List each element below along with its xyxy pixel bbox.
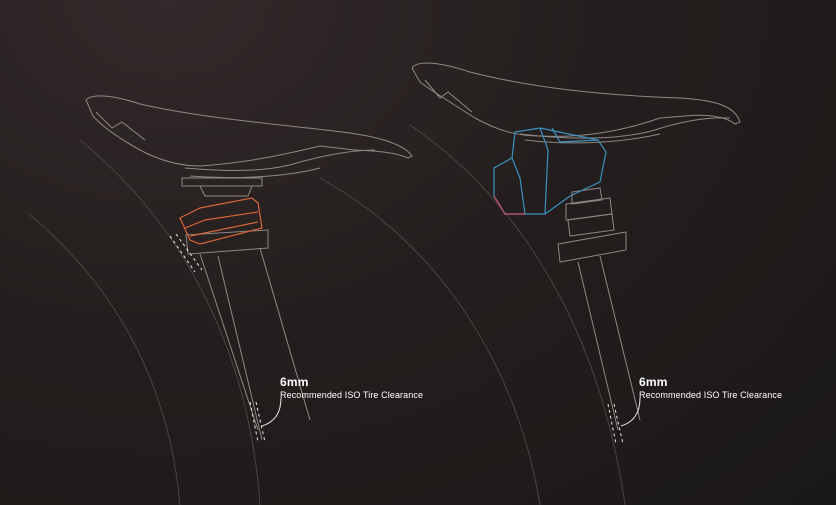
right-clearance-callout: 6mm Recommended ISO Tire Clearance xyxy=(639,375,783,400)
right-pack-outline xyxy=(493,127,607,215)
left-post-head xyxy=(185,229,269,255)
right-tire-inner-arc xyxy=(409,124,626,505)
left-bottom-dash-a xyxy=(249,401,259,443)
right-clearance-label: Recommended ISO Tire Clearance xyxy=(639,389,783,400)
right-saddle-rail xyxy=(519,117,731,139)
left-clearance-callout: 6mm Recommended ISO Tire Clearance xyxy=(280,375,424,400)
left-post-edge-c xyxy=(217,255,263,441)
right-bottom-dash-a xyxy=(607,403,617,445)
right-clearance-dashes xyxy=(607,403,624,445)
right-post-edge-a xyxy=(577,261,619,431)
left-orange-pack xyxy=(179,197,263,245)
left-tire-far-arc xyxy=(319,177,541,505)
right-post-collar xyxy=(557,231,627,263)
left-pack-outline xyxy=(179,197,263,245)
right-saddle-underside xyxy=(424,79,473,113)
left-pack-line-1 xyxy=(184,211,259,229)
right-clearance-value: 6mm xyxy=(639,375,668,389)
right-pack-seam-1 xyxy=(511,157,526,215)
left-tire-inner-arc xyxy=(79,139,261,505)
right-saddle-top xyxy=(411,62,741,137)
left-top-dash-a xyxy=(169,235,196,273)
left-saddle-underside xyxy=(95,111,146,141)
right-pack-seam-3 xyxy=(551,127,599,143)
left-saddle-rail xyxy=(184,149,376,171)
right-saddle-rail-lower xyxy=(524,133,661,144)
right-seat-assembly xyxy=(411,62,741,431)
right-post-edge-b xyxy=(599,255,641,421)
left-post-edge-b xyxy=(259,247,311,421)
left-seat-assembly xyxy=(85,95,413,441)
left-top-dash-b xyxy=(175,233,203,271)
right-pack-seam-2 xyxy=(539,127,549,215)
right-post-head-a xyxy=(571,187,603,205)
left-tire-outer-arc xyxy=(29,214,181,505)
right-bottom-dash-b xyxy=(613,403,624,445)
left-saddle-rail-lower xyxy=(189,167,321,179)
right-callout-leader xyxy=(620,397,641,427)
left-post-edge-a xyxy=(199,253,259,431)
left-clearance-dashes xyxy=(169,233,266,443)
left-clearance-value: 6mm xyxy=(280,375,309,389)
right-pack-pink-edge xyxy=(493,195,525,215)
tire-arcs xyxy=(29,124,626,505)
left-rail-clamp xyxy=(181,177,263,187)
left-pack-line-2 xyxy=(189,221,259,237)
left-callout-leader xyxy=(261,397,282,427)
left-clearance-label: Recommended ISO Tire Clearance xyxy=(280,389,424,400)
right-blue-pack xyxy=(493,127,607,215)
left-bottom-dash-b xyxy=(255,401,266,443)
left-clamp-stem xyxy=(199,185,253,197)
right-post-head-c xyxy=(567,213,615,237)
left-saddle-top xyxy=(85,95,413,167)
